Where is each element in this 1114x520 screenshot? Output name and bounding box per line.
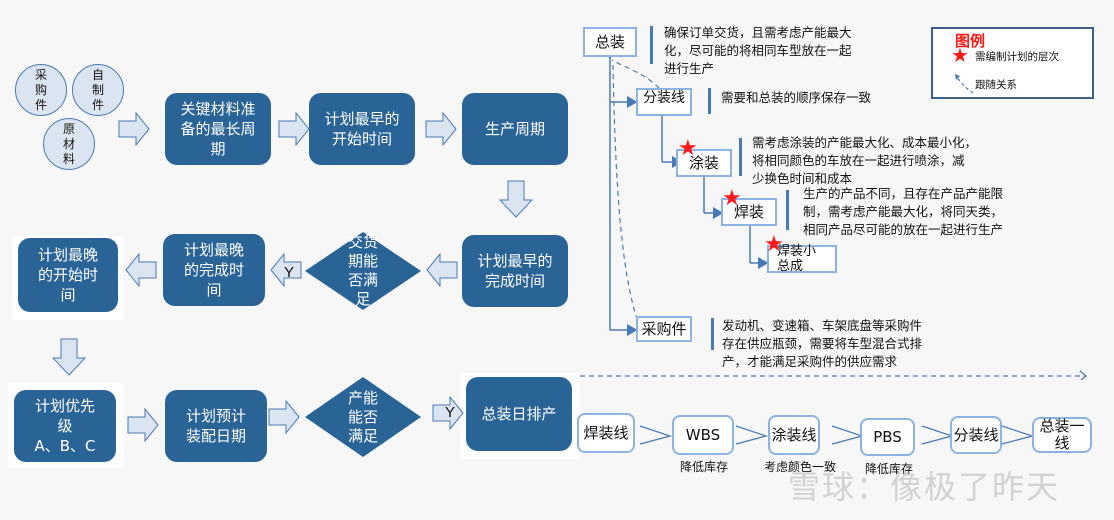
hierarchy-connectors — [580, 49, 1087, 380]
line-node-label: PBS — [873, 427, 902, 446]
input-purchased-label: 采 购 件 — [34, 67, 47, 112]
line-node-sub: 降低库存 — [865, 462, 914, 476]
watermark: 雪球：像极了昨天 — [788, 468, 1061, 506]
yes-label: Y — [284, 264, 295, 281]
latest-start-label: 计划最晚 的开始时 间 — [37, 246, 98, 304]
note-bar — [711, 318, 714, 350]
input-purchased-circle: 采 购 件 — [15, 64, 67, 116]
latest-finish-label: 计划最晚 的完成时 间 — [183, 241, 244, 299]
legend: 图例 ★ 需编制计划的层次 跟随关系 — [931, 27, 1094, 99]
arrow-down-icon — [52, 338, 86, 376]
daily-schedule-label: 总装日排产 — [481, 405, 557, 423]
painting-node: 涂装 — [676, 149, 732, 177]
star-icon: ★ — [764, 232, 784, 257]
purchased-parts-node: 采购件 — [636, 316, 692, 342]
key-material-box: 关键材料准 备的最长周 期 — [165, 93, 271, 165]
legend-dashed-label: 跟随关系 — [975, 79, 1017, 91]
line-node-subassembly: 分装线 — [950, 416, 1002, 454]
star-icon: ★ — [951, 43, 969, 67]
input-raw-material-circle: 原 材 料 — [43, 118, 95, 170]
line-node-sub: 降低库存 — [680, 460, 729, 474]
arrow-right-icon — [127, 408, 159, 442]
expected-assembly-date-label: 计划预计 装配日期 — [185, 407, 246, 445]
line-node-sub: 考虑颜色一致 — [764, 460, 837, 474]
line-node-label: 总装一 线 — [1039, 417, 1085, 452]
purchased-parts-note: 发动机、变速箱、车架底盘等采购件 存在供应瓶颈，需要将车型混合式排 产，才能满足… — [722, 318, 923, 369]
key-material-label: 关键材料准 备的最长周 期 — [180, 100, 256, 158]
arrow-down-icon — [499, 180, 533, 218]
line-node-wbs: WBS — [672, 415, 734, 455]
note-bar — [708, 88, 711, 114]
line-node-final-assembly: 总装一 线 — [1032, 417, 1092, 453]
line-node-welding: 焊装线 — [577, 413, 635, 453]
daily-schedule-box: 总装日排产 — [466, 377, 572, 451]
welding-subassembly-node: 焊装小 总成 — [767, 244, 837, 274]
final-assembly-node: 总装 — [583, 27, 637, 57]
latest-finish-box: 计划最晚 的完成时 间 — [163, 234, 265, 306]
final-assembly-label: 总装 — [594, 32, 625, 51]
latest-start-box: 计划最晚 的开始时 间 — [18, 238, 118, 312]
production-cycle-label: 生产周期 — [484, 120, 545, 138]
earliest-start-box: 计划最早的 开始时间 — [309, 93, 415, 165]
capacity-decision-label: 产能 能否 满足 — [347, 388, 378, 445]
production-cycle-box: 生产周期 — [462, 93, 568, 165]
note-bar — [786, 190, 789, 230]
earliest-finish-label: 计划最早的 完成时间 — [477, 252, 553, 290]
legend-title: 图例 — [955, 32, 986, 50]
star-icon: ★ — [678, 136, 698, 161]
arrow-left-icon — [270, 253, 302, 287]
diamond-shape — [305, 232, 421, 310]
diamond-shape — [305, 377, 421, 457]
dashed-arrow-icon — [955, 74, 974, 94]
arrow-right-icon — [425, 112, 457, 146]
line-node-pbs: PBS — [860, 418, 915, 456]
sub-assembly-node: 分装线 — [636, 88, 692, 116]
yes-label: Y — [445, 404, 456, 421]
arrow-right-icon — [432, 396, 464, 430]
star-icon: ★ — [722, 186, 742, 211]
input-raw-material-label: 原 材 料 — [62, 121, 75, 166]
input-self-made-circle: 自 制 件 — [72, 64, 124, 116]
priority-label: 计划优先 级 A、B、C — [34, 397, 96, 455]
input-self-made-label: 自 制 件 — [91, 67, 104, 112]
delivery-decision-diamond: 交货 期能 否满 足 — [305, 232, 421, 310]
final-assembly-note: 确保订单交货，且需考虑产能最大 化，尽可能的将相同车型放在一起 进行生产 — [664, 25, 852, 76]
note-bar — [739, 138, 742, 176]
painting-note: 需考虑涂装的产能最大化、成本最小化， 将相同颜色的车放在一起进行喷涂，减 少换色… — [752, 135, 978, 186]
note-bar — [650, 26, 653, 64]
arrow-left-icon — [426, 253, 458, 287]
welding-node: 焊装 — [721, 198, 777, 226]
expected-assembly-date-box: 计划预计 装配日期 — [165, 390, 267, 462]
earliest-start-label: 计划最早的 开始时间 — [324, 110, 400, 148]
sub-assembly-note: 需要和总装的顺序保存一致 — [721, 90, 872, 105]
purchased-parts-label: 采购件 — [641, 319, 687, 338]
welding-label: 焊装 — [733, 202, 764, 221]
arrow-right-icon — [118, 112, 150, 146]
welding-note: 生产的产品不同，且存在产品产能限 制，需考虑产能最大化，将同天类， 相同产品尽可… — [803, 186, 1004, 237]
welding-subassembly-label: 焊装小 总成 — [777, 244, 817, 274]
painting-label: 涂装 — [688, 153, 719, 172]
priority-box: 计划优先 级 A、B、C — [14, 390, 116, 462]
line-node-label: 焊装线 — [583, 423, 629, 442]
capacity-decision-diamond: 产能 能否 满足 — [305, 377, 421, 457]
earliest-finish-box: 计划最早的 完成时间 — [462, 235, 568, 307]
line-node-label: WBS — [685, 425, 721, 444]
legend-star-label: 需编制计划的层次 — [975, 51, 1059, 63]
arrow-left-icon — [125, 253, 157, 287]
arrow-right-icon — [268, 400, 300, 434]
line-node-label: 涂装线 — [771, 425, 817, 444]
sub-assembly-label: 分装线 — [643, 90, 685, 106]
delivery-decision-label: 交货 期能 否满 足 — [347, 233, 378, 308]
line-node-label: 分装线 — [953, 425, 999, 444]
line-node-painting: 涂装线 — [768, 415, 820, 455]
arrow-right-icon — [278, 112, 310, 146]
